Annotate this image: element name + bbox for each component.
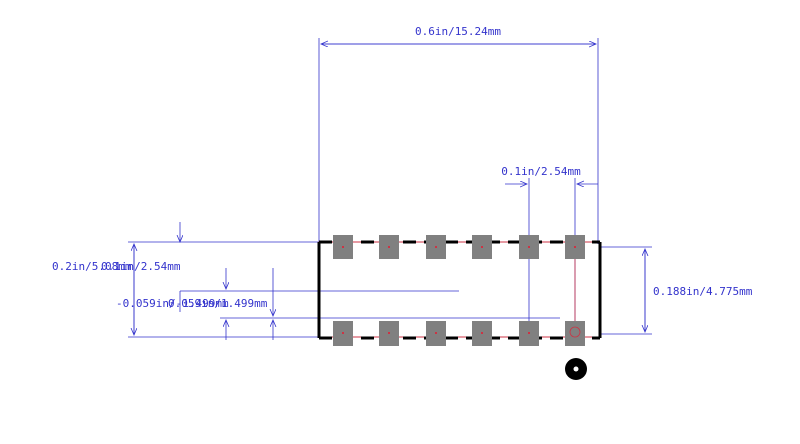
overall-height-dimension: 0.2in/5.08mm 0.1in/2.54mm xyxy=(52,222,319,338)
body-height-dimension: 0.188in/4.775mm xyxy=(600,246,753,335)
overall-height-label: 0.2in/5.08mm xyxy=(52,260,132,273)
overall-width-label: 0.6in/15.24mm xyxy=(415,25,501,38)
pad-row-bottom xyxy=(333,321,585,346)
overall-width-dimension: 0.6in/15.24mm xyxy=(318,25,599,244)
pad-span-label: 0.1in/2.54mm xyxy=(101,260,181,273)
offset-positive-label: 0.059in/1.499mm xyxy=(168,297,268,310)
offset-negative-label: -0.059in/-1.499mm xyxy=(116,297,229,310)
pin-pitch-label: 0.1in/2.54mm xyxy=(501,165,581,178)
pad-pin-1 xyxy=(565,321,585,346)
pin-1-indicator-center xyxy=(573,366,579,372)
offset-dimension: -0.059in/-1.499mm 0.059in/1.499mm xyxy=(116,268,560,340)
silkscreen-outline xyxy=(317,240,602,340)
pad-center-marks xyxy=(342,246,576,334)
pin-1-marker-ring xyxy=(569,326,581,338)
pad-row-top xyxy=(333,235,585,259)
courtyard-outline xyxy=(318,241,600,338)
body-height-label: 0.188in/4.775mm xyxy=(653,285,753,298)
